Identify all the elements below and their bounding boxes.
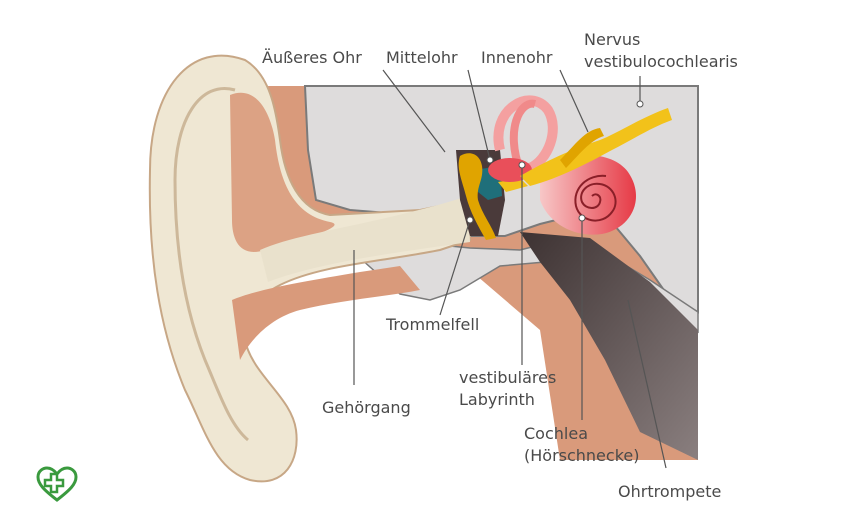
cochlea-spiral xyxy=(574,174,617,222)
lower-canal-skin xyxy=(232,266,420,360)
label-vestibular-line1: vestibuläres xyxy=(459,368,557,387)
health-cross-heart-logo-icon xyxy=(36,466,78,502)
label-cochlea-line1: Cochlea xyxy=(524,424,588,443)
leader-eardrum xyxy=(439,219,471,316)
label-ear-canal: Gehörgang xyxy=(322,398,411,417)
leader-dots xyxy=(466,100,644,224)
leader-tube xyxy=(627,299,667,469)
leader-middle-ear xyxy=(467,69,491,161)
vestibulocochlear-nerve xyxy=(520,108,672,186)
concha xyxy=(230,92,335,252)
cochlea xyxy=(540,155,636,235)
label-eardrum: Trommelfell xyxy=(386,315,480,334)
eustachian-tube xyxy=(520,232,698,460)
nerve-branch xyxy=(560,128,604,168)
ossicles xyxy=(458,153,496,240)
semicircular-canal-1 xyxy=(493,95,558,173)
label-eustachian-tube: Ohrtrompete xyxy=(618,482,722,501)
leader-outer-ear xyxy=(382,69,446,153)
leader-lines xyxy=(353,69,667,469)
ear-canal xyxy=(260,196,470,282)
label-nerve-line1: Nervus xyxy=(584,30,641,49)
label-cochlea-line2: (Hörschnecke) xyxy=(524,446,640,465)
label-nerve-line2: vestibulocochlearis xyxy=(584,52,738,71)
leader-inner-ear xyxy=(559,69,589,133)
label-vestibular-line2: Labyrinth xyxy=(459,390,535,409)
label-inner-ear: Innenohr xyxy=(481,48,553,67)
pinna-inner xyxy=(173,87,249,442)
label-outer-ear: Äußeres Ohr xyxy=(262,48,362,67)
label-middle-ear: Mittelohr xyxy=(386,48,458,67)
semicircular-canal-2 xyxy=(509,99,537,172)
